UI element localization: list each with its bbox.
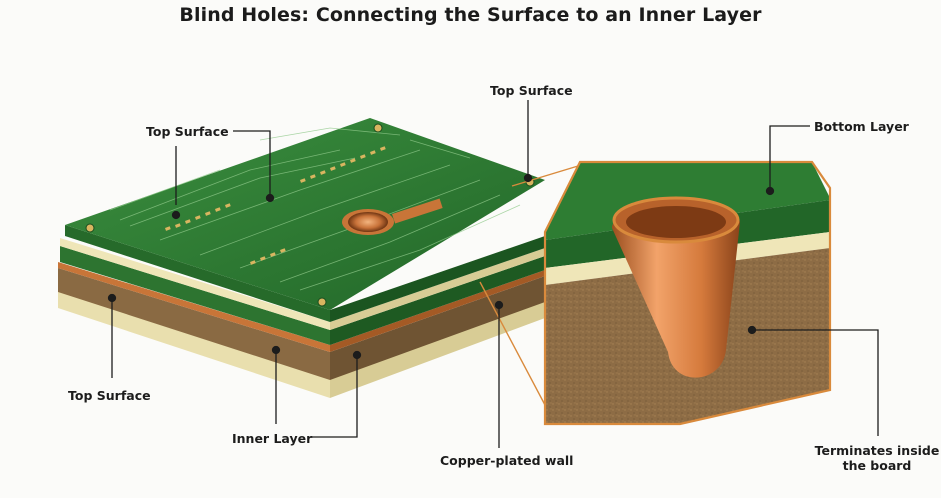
top-board-face bbox=[65, 118, 545, 310]
label-top-surface-upper: Top Surface bbox=[146, 124, 229, 139]
board-pads bbox=[165, 146, 386, 265]
copper-plated-hole bbox=[612, 204, 740, 378]
middle-prepreg-right bbox=[330, 248, 545, 330]
diagram-title: Blind Holes: Connecting the Surface to a… bbox=[179, 4, 762, 26]
middle-layer-right bbox=[330, 256, 545, 345]
top-board-edge-right bbox=[330, 236, 545, 322]
board-substrate-left bbox=[58, 268, 330, 380]
board-blind-via bbox=[342, 198, 443, 235]
middle-prepreg-left bbox=[60, 238, 330, 330]
board-traces bbox=[109, 127, 521, 291]
zoom-callout bbox=[479, 160, 832, 426]
callout-frame bbox=[543, 160, 832, 426]
middle-layer-left bbox=[60, 246, 330, 345]
leader-lines bbox=[107, 100, 879, 448]
label-bottom-layer: Bottom Layer bbox=[814, 119, 909, 134]
label-inner-layer: Inner Layer bbox=[232, 431, 313, 446]
inner-copper-left bbox=[58, 262, 330, 352]
board-base-side-right bbox=[330, 300, 545, 398]
label-copper-plated-wall: Copper-plated wall bbox=[440, 453, 574, 468]
board-base-side-left bbox=[58, 290, 330, 398]
board-stack bbox=[58, 118, 545, 398]
inner-copper-right bbox=[330, 270, 545, 352]
label-terminates-inside: Terminates inside the board bbox=[814, 443, 940, 473]
top-board-edge-left bbox=[65, 225, 330, 322]
label-top-surface-lower: Top Surface bbox=[68, 388, 151, 403]
label-top-surface-right: Top Surface bbox=[490, 83, 573, 98]
